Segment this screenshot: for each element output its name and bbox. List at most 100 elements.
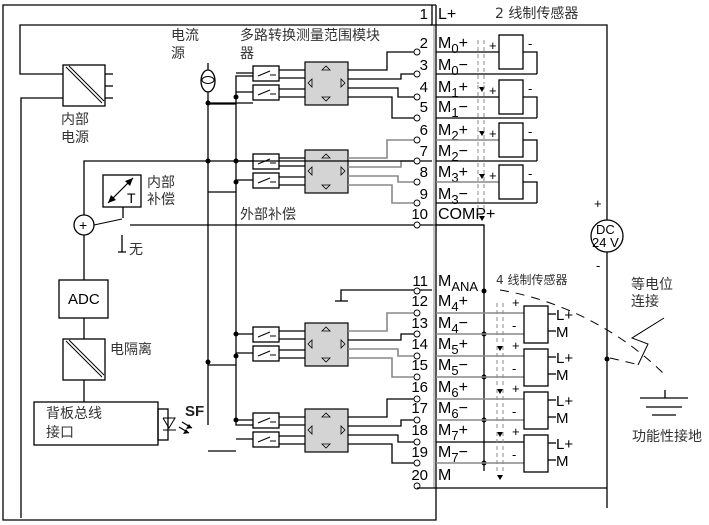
switch — [236, 65, 305, 82]
terminal-screw[interactable] — [413, 287, 421, 295]
sensor-minus: - — [528, 166, 532, 181]
terminal-screw[interactable] — [413, 395, 421, 403]
terminal-signal: M — [438, 467, 451, 484]
terminal-number: 3 — [420, 57, 428, 74]
terminal-signal: M2− — [438, 143, 468, 164]
current-source-label-1: 电流 — [171, 28, 199, 44]
terminal-number: 20 — [411, 467, 428, 484]
switch-bus — [205, 75, 253, 426]
sensor-minus: - — [512, 361, 516, 376]
dc-plus: + — [594, 196, 602, 211]
mux-group-3 — [208, 398, 414, 464]
terminal-signal: M3+ — [438, 164, 468, 185]
terminal-number: 15 — [411, 357, 428, 374]
terminal-signal: M4− — [438, 315, 468, 336]
equipotential-bonding — [499, 289, 688, 416]
terminal-number: 8 — [420, 164, 428, 181]
module-outline — [2, 4, 437, 521]
terminal-20[interactable]: 20 M — [411, 467, 451, 490]
sensor-pin-lplus: L+ — [556, 307, 573, 324]
terminal-signal: M6− — [438, 400, 468, 421]
sensor-pin-lplus: L+ — [556, 436, 573, 453]
adc-block: ADC — [58, 279, 109, 339]
terminal-screw[interactable] — [413, 136, 421, 144]
terminal-signal: M7+ — [438, 422, 468, 443]
sensor-plus: + — [489, 38, 497, 53]
sensor-plus: + — [489, 168, 497, 183]
terminal-screw[interactable] — [413, 221, 421, 229]
sensor-minus: - — [512, 404, 516, 419]
terminal-screw[interactable] — [413, 157, 421, 165]
sensor-minus: - — [528, 81, 532, 96]
terminal-signal: M2+ — [438, 122, 468, 143]
terminal-screw[interactable] — [413, 114, 421, 122]
sensor-plus: + — [512, 295, 520, 310]
backplane-label-1: 背板总线 — [46, 406, 102, 422]
terminal-screw[interactable] — [413, 373, 421, 381]
sensor-plus: + — [512, 424, 520, 439]
sensor-plus: + — [512, 338, 520, 353]
terminal-number: 18 — [411, 422, 428, 439]
terminal-screw[interactable] — [413, 70, 421, 78]
multiplexer — [304, 61, 349, 106]
terminal-number: 16 — [411, 379, 428, 396]
four-wire-sensor-0: L+M+- — [436, 295, 573, 351]
multiplexer — [304, 322, 349, 367]
sensor-plus: + — [512, 381, 520, 396]
terminal-screw[interactable] — [413, 459, 421, 467]
terminal-screw[interactable] — [413, 352, 421, 360]
terminal-number: 5 — [420, 99, 428, 116]
switch — [236, 431, 305, 448]
two-wire-sensor-2: +- — [436, 122, 538, 179]
terminal-8[interactable]: 8 M3+ — [413, 164, 468, 186]
four-wire-sensor-1: L+M+- — [436, 338, 573, 394]
terminal-signal: M0+ — [438, 35, 468, 56]
terminal-screw[interactable] — [413, 199, 421, 207]
terminal-screw[interactable] — [413, 330, 421, 338]
terminal-screw[interactable] — [413, 48, 421, 56]
terminal-number: 4 — [420, 79, 428, 96]
terminal-screw[interactable] — [413, 93, 421, 101]
internal-power-supply — [19, 24, 432, 518]
sensor-pin-lplus: L+ — [556, 350, 573, 367]
sensor-pin-m: M — [556, 410, 569, 427]
functional-ground-label: 功能性接地 — [632, 428, 702, 445]
sensor-plus: + — [489, 126, 497, 141]
terminal-screw[interactable] — [413, 416, 421, 424]
sensor-pin-lplus: L+ — [556, 393, 573, 410]
current-source-label-2: 源 — [171, 46, 185, 62]
multiplexer — [304, 149, 349, 194]
four-wire-sensor-3: L+M+- — [436, 424, 573, 480]
terminal-screw[interactable] — [413, 438, 421, 446]
mux-group-0 — [208, 51, 414, 119]
terminal-signal: L+ — [438, 6, 456, 23]
dc-voltage-label: 24 V — [592, 235, 619, 250]
internal-comp-label-2: 补偿 — [147, 192, 175, 208]
current-source-icon — [200, 63, 216, 425]
sensor-minus: - — [528, 36, 532, 51]
sensor-minus: - — [512, 318, 516, 333]
terminal-screw[interactable] — [413, 178, 421, 186]
sensor-minus: - — [528, 124, 532, 139]
dc-label: DC — [596, 222, 615, 237]
two-wire-sensor-3: +- — [436, 164, 538, 221]
terminal-18[interactable]: 18 M7+ — [411, 422, 468, 446]
multiplexer — [304, 408, 349, 453]
terminal-screw[interactable] — [413, 309, 421, 317]
